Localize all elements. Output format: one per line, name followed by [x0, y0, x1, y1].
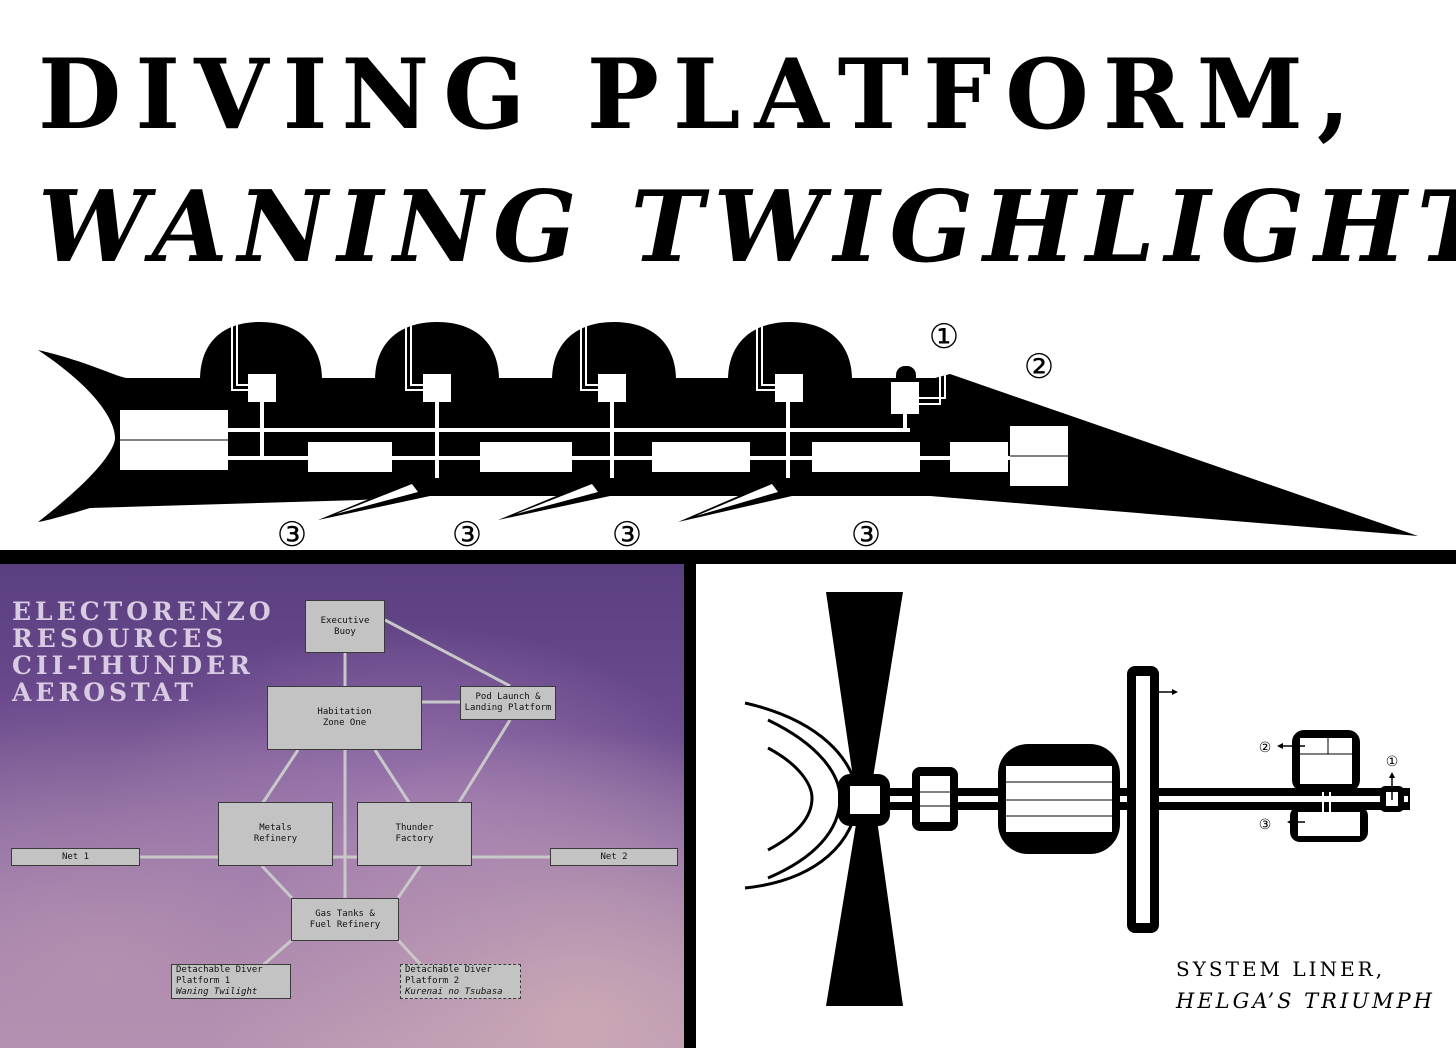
node-diver-platform-2: Detachable Diver Platform 2 Kurenai no T… [400, 964, 521, 999]
module-core [920, 776, 950, 822]
system-liner-diagram: ① ② ③ [744, 592, 1410, 1006]
arrow-head [1277, 743, 1283, 749]
node-diver-platform-1: Detachable Diver Platform 1 Waning Twili… [171, 964, 291, 999]
node-pod-launch: Pod Launch & Landing Platform [460, 686, 556, 720]
liner-marker-3: ③ [1259, 817, 1272, 833]
marker-3: ③ [277, 515, 307, 550]
page-title-line-1: DIVING PLATFORM, [38, 38, 1365, 151]
marker-1: ① [929, 317, 959, 357]
aerostat-title: ELECTORENZO RESOURCES CII-THUNDER AEROST… [12, 598, 275, 706]
aerostat-title-line: RESOURCES [12, 624, 228, 653]
rear-module-bottom-core [1298, 812, 1360, 836]
marker-2: ② [1024, 347, 1054, 387]
liner-caption-line-2: HELGA’S TRIUMPH [1176, 989, 1435, 1013]
node-gas-tanks: Gas Tanks & Fuel Refinery [291, 898, 399, 941]
vertical-divider [684, 550, 696, 1048]
node-net-2: Net 2 [550, 848, 678, 866]
dome-2 [375, 322, 499, 380]
arrow-head [1287, 819, 1293, 825]
hatch-tower [896, 366, 916, 386]
node-thunder-factory: Thunder Factory [357, 802, 472, 866]
aerostat-panel: ELECTORENZO RESOURCES CII-THUNDER AEROST… [0, 564, 684, 1048]
large-module-dividers [1006, 781, 1112, 817]
aerostat-title-line: ELECTORENZO [12, 597, 275, 626]
arrow-head [1172, 689, 1178, 695]
page-title-line-2: WANING TWIGHLIGHT [38, 170, 1456, 285]
aerostat-connections [140, 618, 550, 968]
liner-caption: SYSTEM LINER, HELGA’S TRIUMPH [1176, 957, 1435, 1013]
liner-marker-2: ② [1259, 740, 1272, 756]
liner-panel: ① ② ③ SYSTEM LINER, HELGA’S TRIUMPH [696, 564, 1456, 1048]
marker-3: ③ [612, 515, 642, 550]
dome-3 [552, 322, 676, 380]
arrow-head [1389, 772, 1395, 778]
dome-4 [728, 322, 852, 380]
node-executive-buoy: Executive Buoy [305, 600, 385, 653]
diving-platform-diagram: ① ② ③ ③ ③ ③ [38, 317, 1418, 550]
fin-inner [336, 484, 418, 514]
room-dividers [120, 439, 1068, 457]
marker-3: ③ [452, 515, 482, 550]
fin-inner [696, 484, 778, 516]
fin-inner [516, 484, 598, 514]
node-metals-refinery: Metals Refinery [218, 802, 333, 866]
marker-3: ③ [851, 515, 881, 550]
node-habitation-zone: Habitation Zone One [267, 686, 422, 750]
vent-pipes [231, 318, 946, 405]
dome-1 [200, 322, 322, 380]
large-module-core [1006, 766, 1112, 832]
horizontal-divider [0, 550, 1456, 564]
node-net-1: Net 1 [11, 848, 140, 866]
liner-caption-line-1: SYSTEM LINER, [1176, 957, 1386, 981]
rear-module-top-core [1300, 738, 1352, 784]
ring-bar-core [1136, 676, 1150, 923]
title-area: DIVING PLATFORM, WANING TWIGHLIGHT [0, 0, 1456, 300]
hub-core [850, 786, 880, 814]
liner-marker-1: ① [1386, 754, 1399, 770]
aerostat-title-line: AEROSTAT [12, 678, 197, 707]
aerostat-title-line: CII-THUNDER [12, 651, 254, 680]
